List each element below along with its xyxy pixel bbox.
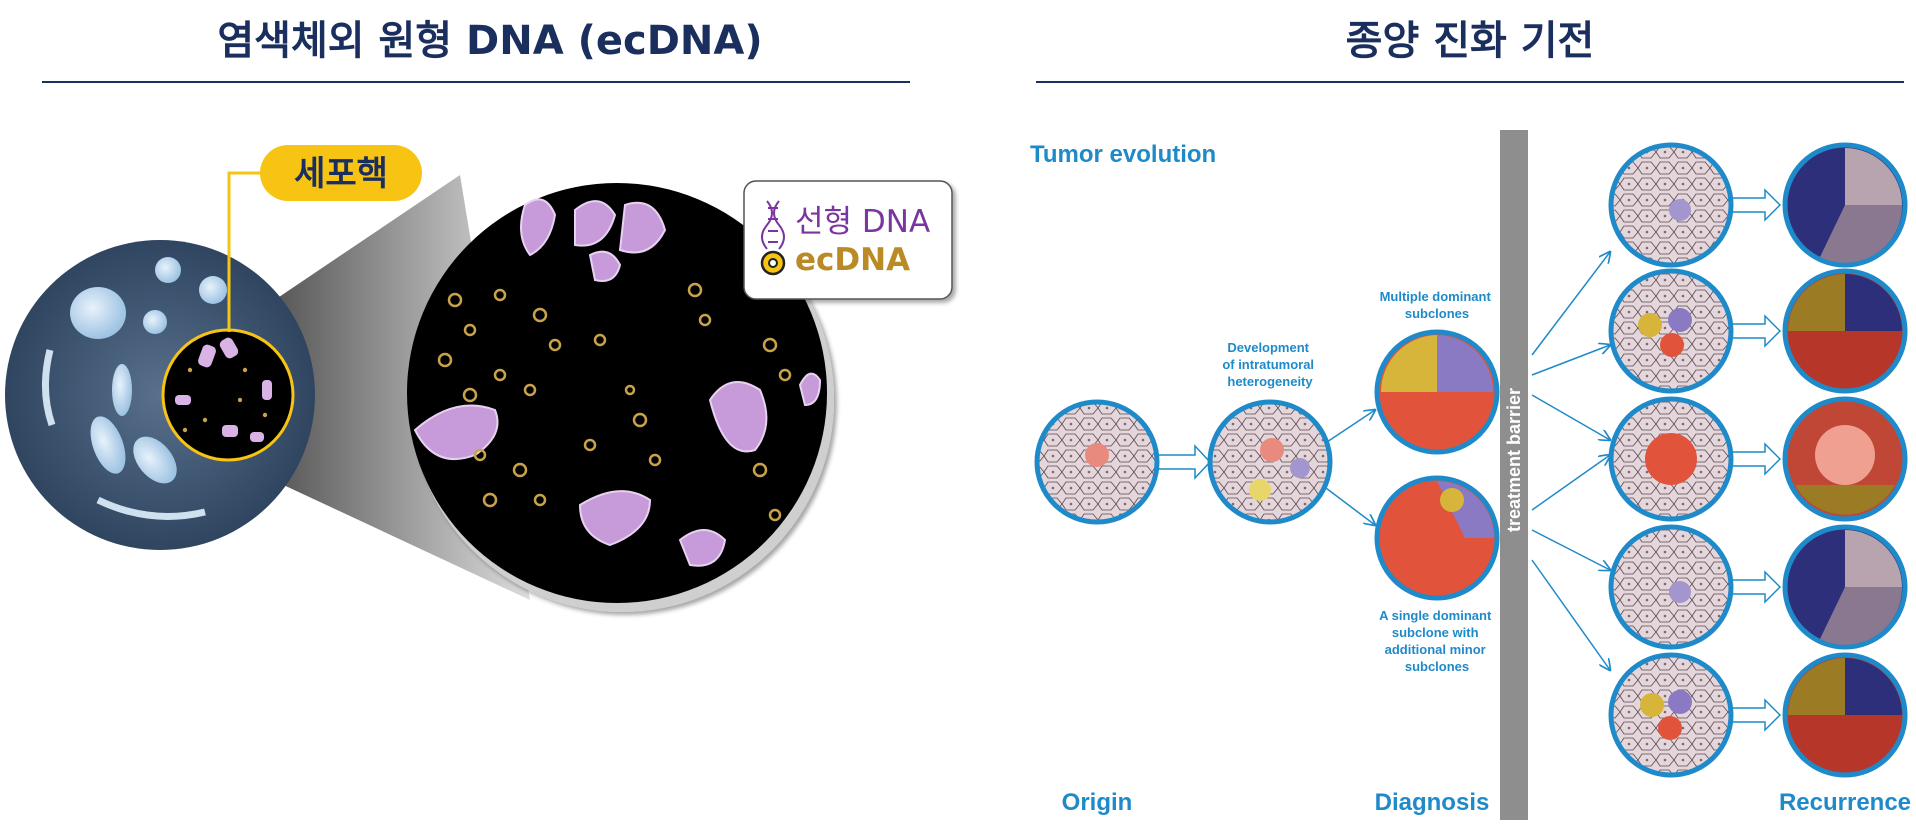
legend-ecdna-label: ecDNA bbox=[795, 242, 910, 278]
legend-linear-dna-label: 선형 DNA bbox=[795, 204, 930, 240]
tumor-heterogeneity bbox=[1207, 399, 1333, 525]
treatment-barrier bbox=[1500, 130, 1528, 820]
cell-organelles bbox=[41, 257, 227, 520]
ecdna-particles bbox=[437, 282, 792, 522]
ring-icon bbox=[760, 250, 786, 276]
annotation-multiple-dominant: Multiple dominant subclones bbox=[1380, 289, 1495, 321]
nucleus-label-badge bbox=[260, 145, 422, 201]
nucleus-small-chromosomes bbox=[175, 337, 272, 442]
annotation-development: Development of intratumoral heterogeneit… bbox=[1222, 340, 1317, 389]
annotation-single-dominant: A single dominant subclone with addition… bbox=[1379, 608, 1495, 674]
tumor-origin bbox=[1034, 399, 1160, 525]
left-title-divider bbox=[42, 81, 910, 83]
treatment-barrier-label: treatment barrier bbox=[1504, 388, 1524, 532]
legend-box bbox=[743, 180, 953, 300]
stage-recurrence: Recurrence bbox=[1779, 789, 1911, 816]
stage-origin: Origin bbox=[1062, 789, 1133, 816]
nucleus-label: 세포핵 bbox=[294, 154, 388, 194]
linear-dna-chromosomes bbox=[413, 198, 822, 567]
tumor-single-dominant bbox=[1374, 475, 1500, 601]
left-panel-title: 염색체외 원형 DNA (ecDNA) bbox=[217, 18, 763, 64]
flow-arrows bbox=[1158, 188, 1782, 732]
tumor-evolution-heading: Tumor evolution bbox=[1030, 141, 1216, 168]
nucleus-leader-line bbox=[227, 171, 262, 332]
tumor-recurrence-column bbox=[1782, 142, 1908, 778]
dna-helix-icon bbox=[761, 200, 785, 250]
tumor-post-treatment-column bbox=[1608, 142, 1734, 778]
stage-diagnosis: Diagnosis bbox=[1375, 789, 1490, 816]
right-title-divider bbox=[1036, 81, 1904, 83]
nucleus-zoom bbox=[407, 183, 827, 603]
tumor-multiple-dominant bbox=[1374, 329, 1500, 455]
right-panel-title: 종양 진화 기전 bbox=[1345, 18, 1595, 64]
